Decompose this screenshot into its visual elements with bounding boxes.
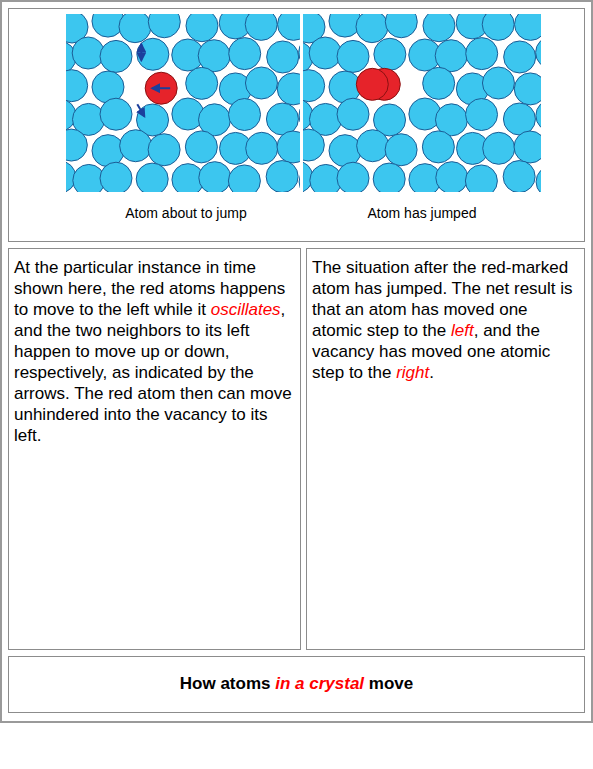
atom bbox=[148, 134, 180, 166]
atom bbox=[148, 14, 180, 38]
atom bbox=[373, 163, 405, 192]
atom bbox=[436, 162, 468, 192]
atom bbox=[267, 41, 299, 73]
atom bbox=[303, 129, 324, 161]
atom bbox=[228, 165, 260, 192]
atom bbox=[266, 103, 298, 135]
atom bbox=[466, 99, 498, 131]
caption-text: How atoms in a crystal move bbox=[9, 657, 584, 710]
body-text: The situation after the red-marked atom … bbox=[307, 249, 584, 391]
atom bbox=[186, 14, 218, 42]
atom bbox=[100, 98, 132, 130]
atom bbox=[466, 38, 498, 70]
body-text: At the particular instance in time shown… bbox=[9, 249, 300, 454]
atom bbox=[422, 131, 454, 163]
atom bbox=[385, 14, 417, 38]
text-cell: The situation after the red-marked atom … bbox=[306, 248, 585, 650]
atom bbox=[245, 14, 277, 40]
atom bbox=[504, 41, 536, 73]
atom bbox=[374, 38, 406, 70]
atom bbox=[337, 40, 369, 72]
atom bbox=[536, 37, 541, 69]
atom bbox=[357, 130, 389, 162]
atom bbox=[245, 67, 277, 99]
atom bbox=[186, 67, 218, 99]
figure-caption: Atom has jumped bbox=[302, 205, 542, 222]
atom bbox=[277, 73, 300, 105]
atom bbox=[246, 132, 278, 164]
atom bbox=[385, 134, 417, 166]
atom bbox=[137, 38, 169, 70]
atom bbox=[185, 131, 217, 163]
atom bbox=[536, 100, 541, 132]
atom bbox=[309, 37, 341, 69]
atom bbox=[337, 98, 369, 130]
atom bbox=[356, 14, 388, 43]
atom bbox=[423, 67, 455, 99]
atom bbox=[277, 131, 300, 163]
atom bbox=[198, 40, 230, 72]
atom-panel bbox=[66, 14, 300, 192]
text-cell: At the particular instance in time shown… bbox=[8, 248, 301, 650]
motion-arrow bbox=[140, 44, 142, 60]
atom bbox=[66, 129, 87, 161]
atom bbox=[482, 67, 514, 99]
atom bbox=[199, 162, 231, 192]
atom bbox=[503, 103, 535, 135]
atom bbox=[503, 161, 535, 192]
atom bbox=[66, 70, 88, 102]
atom bbox=[299, 37, 300, 69]
atom bbox=[229, 38, 261, 70]
atom bbox=[303, 70, 325, 102]
atom bbox=[515, 14, 541, 40]
atom bbox=[136, 163, 168, 192]
atom bbox=[100, 40, 132, 72]
atom bbox=[119, 14, 151, 43]
atom bbox=[514, 131, 541, 163]
illustration-cell: Atom about to jumpAtom has jumped bbox=[8, 8, 585, 242]
caption-cell: How atoms in a crystal move bbox=[8, 656, 585, 713]
atom bbox=[337, 162, 369, 192]
figure-caption: Atom about to jump bbox=[66, 205, 306, 222]
atom bbox=[299, 100, 300, 132]
atom bbox=[92, 135, 124, 167]
atom bbox=[435, 40, 467, 72]
motion-arrow bbox=[152, 87, 170, 89]
atom bbox=[72, 37, 104, 69]
motion-arrow bbox=[137, 104, 144, 116]
atom bbox=[329, 135, 361, 167]
atom bbox=[423, 14, 455, 42]
atom bbox=[465, 165, 497, 192]
atom bbox=[483, 132, 515, 164]
atom bbox=[120, 130, 152, 162]
atom bbox=[514, 73, 541, 105]
atom bbox=[278, 14, 300, 40]
atom bbox=[536, 166, 541, 192]
atom-panel bbox=[303, 14, 541, 192]
atom bbox=[266, 161, 298, 192]
atom bbox=[100, 162, 132, 192]
red-atom bbox=[145, 72, 177, 104]
atom bbox=[482, 14, 514, 40]
atom bbox=[299, 166, 300, 192]
red-atom bbox=[356, 68, 388, 100]
atom bbox=[229, 99, 261, 131]
